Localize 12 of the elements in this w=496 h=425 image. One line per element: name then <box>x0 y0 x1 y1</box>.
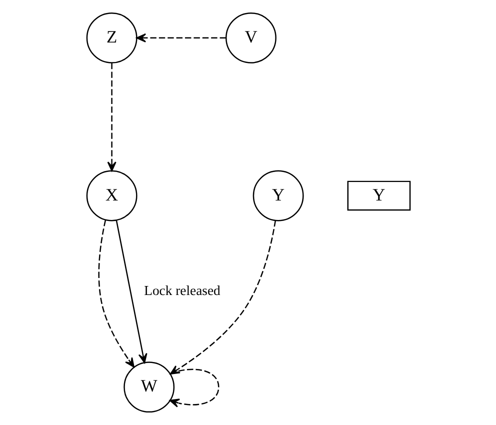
arrow <box>115 220 147 364</box>
arrow <box>136 33 226 42</box>
arrow <box>98 220 134 368</box>
node-circle: Y <box>252 170 304 222</box>
edge-label: Lock released <box>144 282 220 298</box>
node-circle: V <box>225 12 276 64</box>
node-circle: Z <box>86 12 137 64</box>
node-circle: W <box>123 362 174 413</box>
node-circle: X <box>86 170 137 222</box>
node-box: Y <box>346 180 410 211</box>
arrow <box>168 368 219 408</box>
arrow <box>106 63 116 172</box>
